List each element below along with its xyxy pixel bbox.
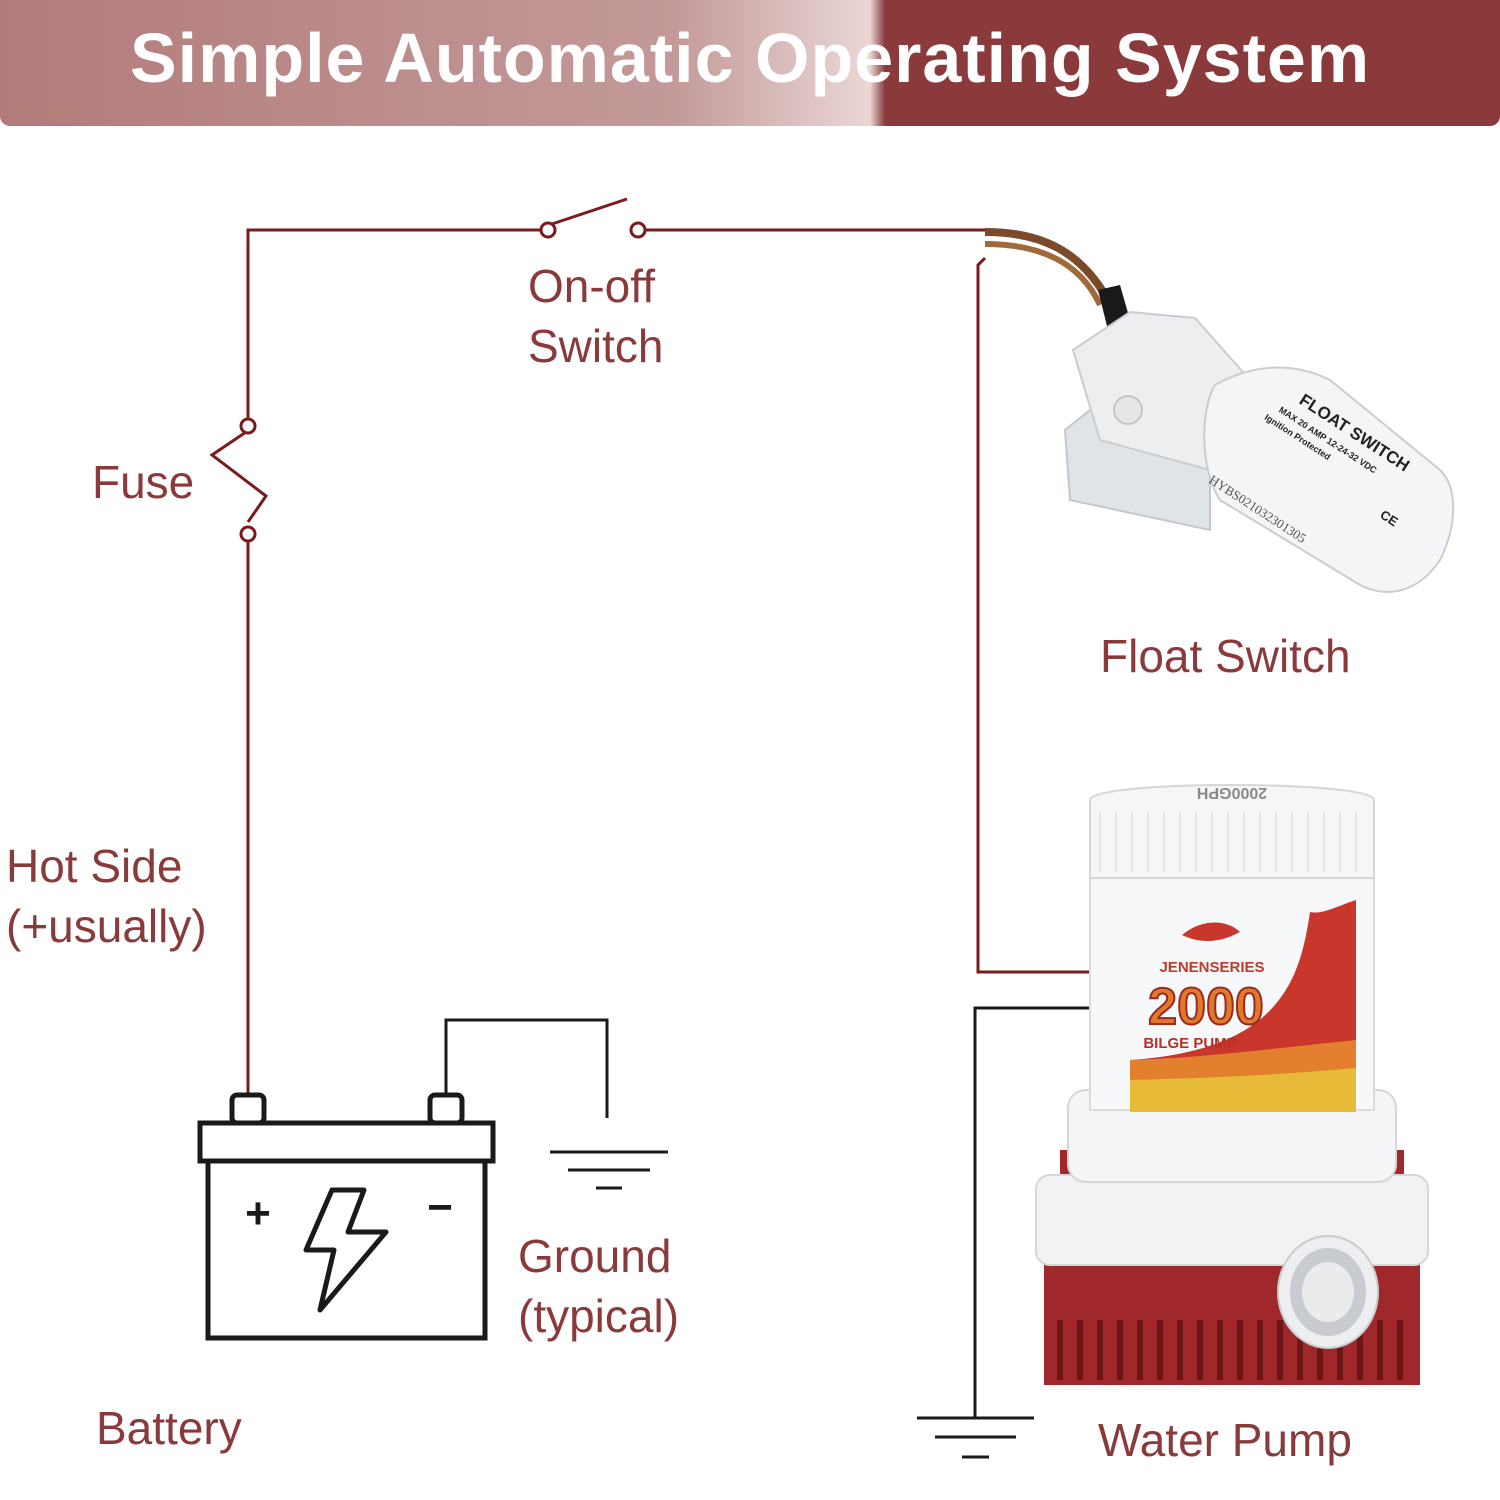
battery-icon <box>197 1092 496 1341</box>
battery-minus-sign: − <box>427 1183 453 1232</box>
ground-symbol-battery <box>550 1150 668 1190</box>
hot-side-label-line1: Hot Side <box>6 840 183 892</box>
pump-type: BILGE PUMP <box>1143 1035 1236 1052</box>
page-title: Simple Automatic Operating System <box>129 19 1371 97</box>
float-switch-label: Float Switch <box>1100 630 1351 682</box>
pump-brand: JENENSERIES <box>1159 959 1264 976</box>
on-off-switch-symbol <box>539 197 647 239</box>
on-off-switch-label-line1: On-off <box>528 260 655 312</box>
pump-cap-text: 2000GPH <box>1197 784 1267 801</box>
float-switch-wires <box>984 228 1112 302</box>
pump-model: 2000 <box>1148 978 1264 1036</box>
ground-symbol-pump <box>917 1416 1034 1459</box>
ground-label-line2: (typical) <box>518 1290 680 1342</box>
on-off-switch-label-line2: Switch <box>528 320 664 372</box>
battery-plus-sign: + <box>245 1189 271 1238</box>
battery-label: Battery <box>96 1402 242 1454</box>
ground-wire <box>444 1006 1090 1418</box>
water-pump-device: 2000GPH JENENSERIES 2000 BILGE PUMP <box>1035 784 1429 1385</box>
pump-outlet <box>1277 1235 1379 1349</box>
header-banner <box>0 0 1500 126</box>
water-pump-label: Water Pump <box>1098 1414 1352 1466</box>
hot-wire <box>246 228 1090 1094</box>
fuse-label: Fuse <box>92 456 195 508</box>
fuse-symbol <box>209 417 269 543</box>
ground-label-line1: Ground <box>518 1230 672 1282</box>
hot-side-label-line2: (+usually) <box>6 900 207 952</box>
float-switch-device: FLOAT SWITCH MAX 20 AMP 12-24-32 VDC Ign… <box>984 228 1455 593</box>
